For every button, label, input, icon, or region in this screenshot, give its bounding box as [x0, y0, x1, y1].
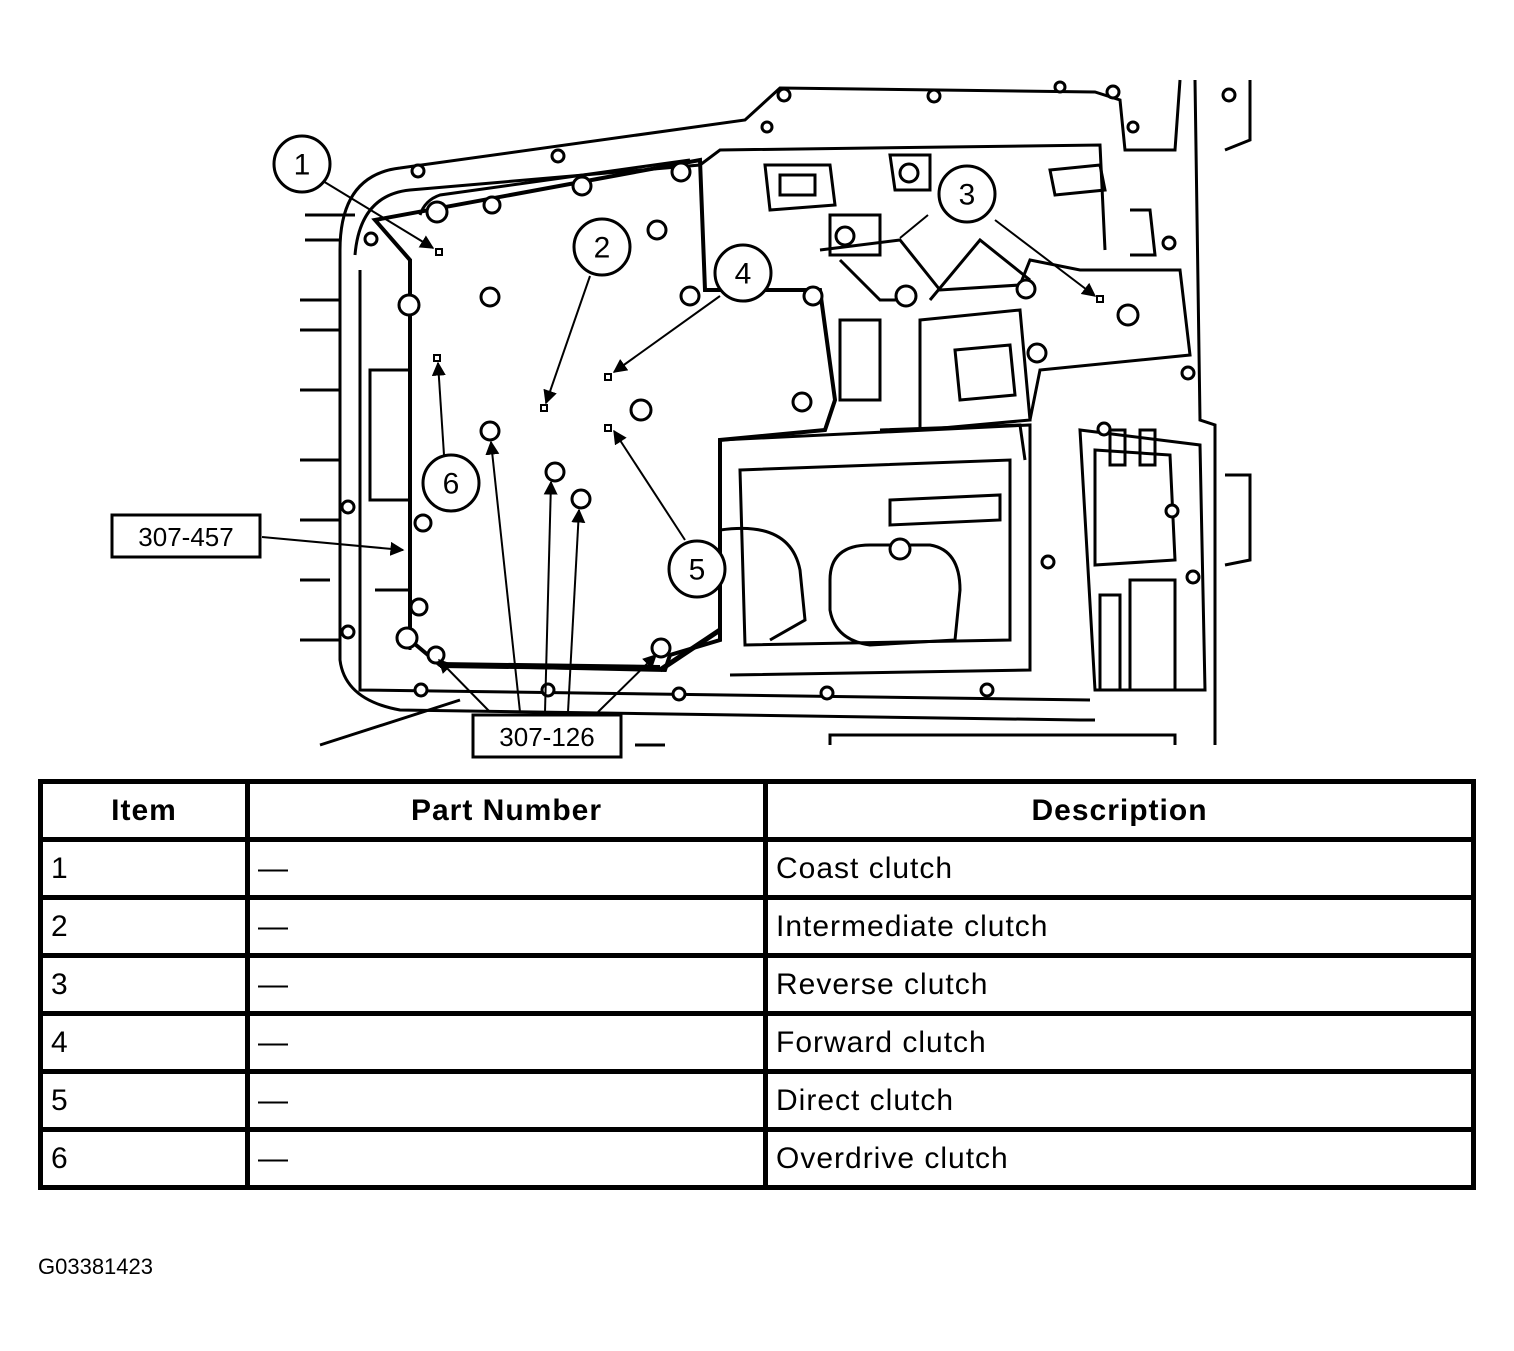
callout-3: 3 [937, 164, 997, 224]
svg-text:6: 6 [443, 468, 460, 501]
svg-text:5: 5 [689, 554, 706, 587]
transmission-diagram: 1 2 3 4 5 6 307-457 307-126 [110, 79, 1252, 759]
tool-label-307-126: 307-126 [471, 713, 623, 759]
svg-text:4: 4 [735, 258, 752, 291]
cell-item: 3 [38, 953, 250, 1016]
svg-text:307-457: 307-457 [138, 522, 233, 552]
cell-description: Direct clutch [763, 1069, 1476, 1132]
cell-part-number: — [245, 1011, 768, 1074]
callout-5: 5 [667, 539, 727, 599]
table-row: 6 — Overdrive clutch [38, 1127, 1476, 1190]
cell-item: 1 [38, 837, 250, 900]
legend-header-row: Item Part Number Description [38, 779, 1476, 842]
cell-item: 4 [38, 1011, 250, 1074]
svg-text:2: 2 [594, 232, 611, 265]
svg-text:307-126: 307-126 [499, 722, 594, 752]
callout-leader-arrows [317, 177, 1097, 541]
figure-id: G03381423 [38, 1254, 153, 1279]
table-row: 5 — Direct clutch [38, 1069, 1476, 1132]
transmission-case-drawing [300, 79, 1252, 747]
port-markers [433, 248, 1104, 432]
table-row: 2 — Intermediate clutch [38, 895, 1476, 958]
cell-description: Intermediate clutch [763, 895, 1476, 958]
tool-arrows [261, 440, 657, 713]
cell-part-number: — [245, 1127, 768, 1190]
callout-2: 2 [572, 217, 632, 277]
cell-description: Overdrive clutch [763, 1127, 1476, 1190]
callout-1: 1 [272, 134, 332, 194]
svg-text:1: 1 [294, 149, 311, 182]
cell-part-number: — [245, 837, 768, 900]
cell-item: 6 [38, 1127, 250, 1190]
callout-6: 6 [421, 453, 481, 513]
cell-description: Forward clutch [763, 1011, 1476, 1074]
cell-part-number: — [245, 1069, 768, 1132]
cell-item: 2 [38, 895, 250, 958]
table-row: 1 — Coast clutch [38, 837, 1476, 900]
tool-label-307-457: 307-457 [110, 513, 262, 559]
header-part-number: Part Number [245, 779, 768, 842]
cell-description: Coast clutch [763, 837, 1476, 900]
svg-text:3: 3 [959, 179, 976, 212]
cell-item: 5 [38, 1069, 250, 1132]
cell-part-number: — [245, 895, 768, 958]
table-row: 4 — Forward clutch [38, 1011, 1476, 1074]
header-item: Item [38, 779, 250, 842]
cell-part-number: — [245, 953, 768, 1016]
legend-table: Item Part Number Description 1 — Coast c… [38, 779, 1476, 1190]
cell-description: Reverse clutch [763, 953, 1476, 1016]
callout-4: 4 [713, 243, 773, 303]
table-row: 3 — Reverse clutch [38, 953, 1476, 1016]
header-description: Description [763, 779, 1476, 842]
